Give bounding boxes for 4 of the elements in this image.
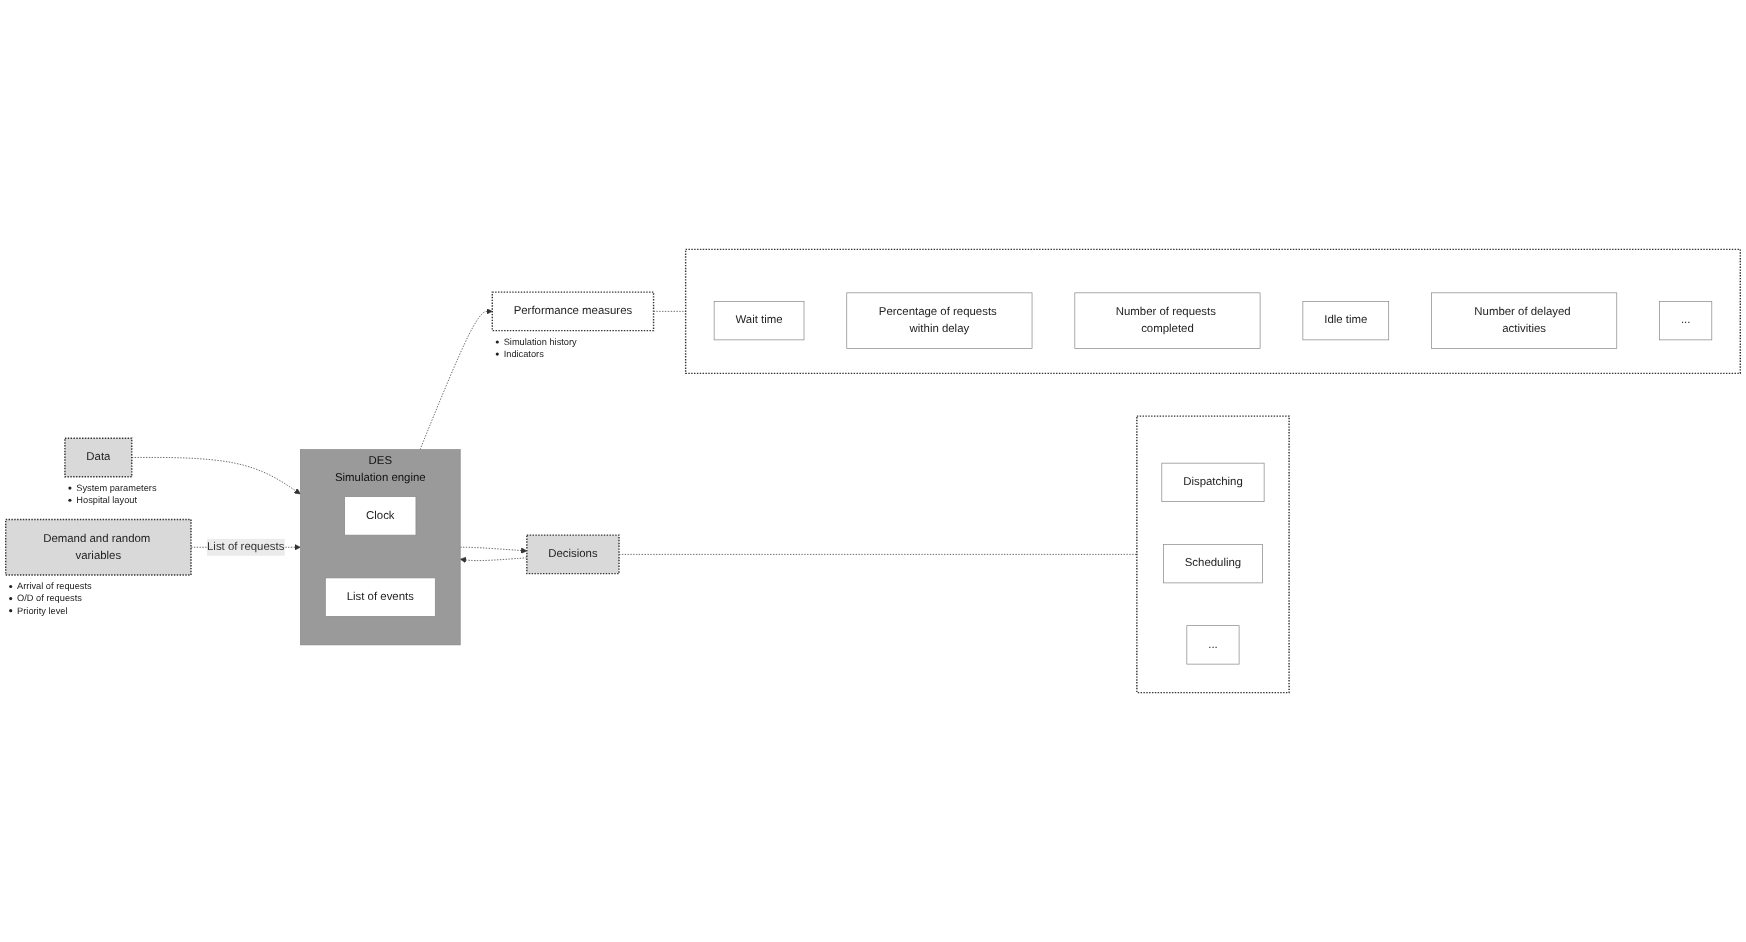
connector xyxy=(618,554,1138,555)
cluster xyxy=(684,248,1741,375)
cluster xyxy=(1136,415,1290,694)
connector xyxy=(653,311,686,312)
